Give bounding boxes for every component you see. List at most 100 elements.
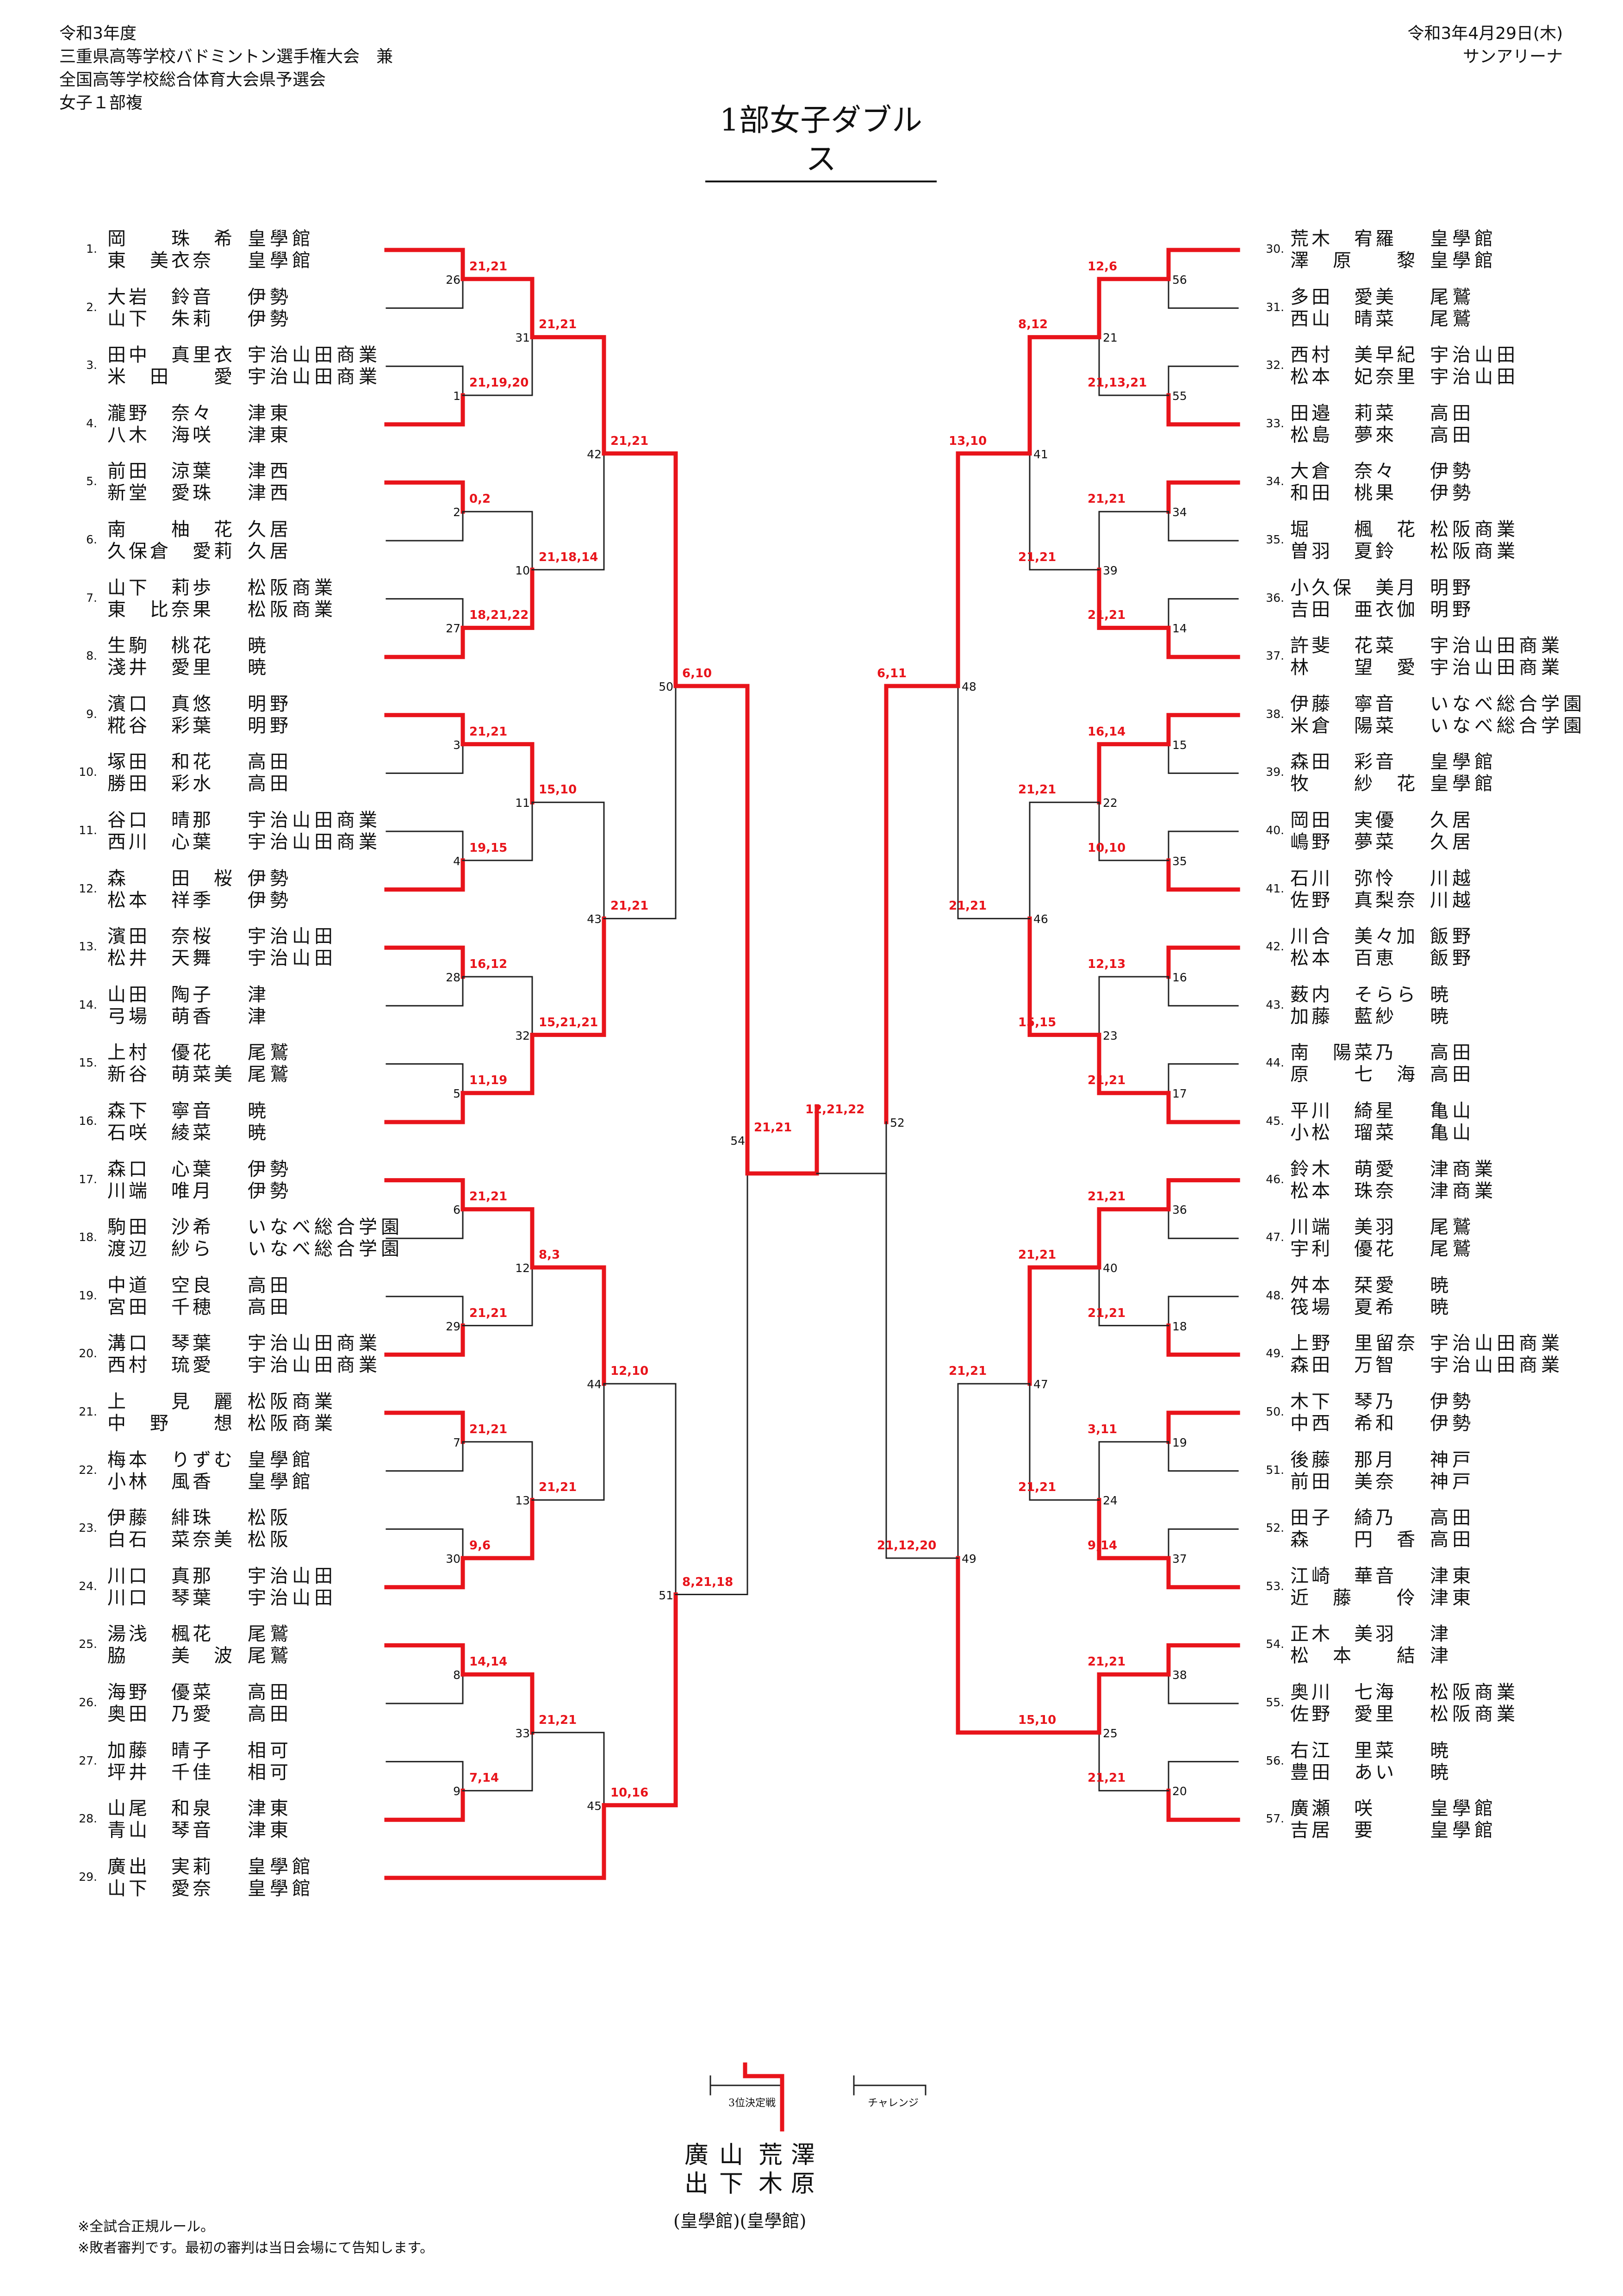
player-name: 川口 真那 bbox=[107, 1565, 214, 1587]
match-score: 12,21,22 bbox=[805, 1103, 865, 1117]
school-name: 津 bbox=[248, 1005, 270, 1027]
match-number: 46 bbox=[1033, 912, 1048, 926]
player-name: 田邉 莉菜 bbox=[1290, 402, 1397, 424]
school-name: 川越 bbox=[1430, 867, 1474, 889]
team-number: 26. bbox=[79, 1696, 97, 1709]
match-score: 21,21 bbox=[1088, 1771, 1126, 1785]
bracket-line bbox=[1166, 480, 1240, 514]
player-name: 東 美衣奈 bbox=[107, 250, 214, 271]
player-name: 勝田 彩水 bbox=[107, 773, 214, 795]
player-name: 原 七 海 bbox=[1290, 1064, 1418, 1086]
player-name: 糀谷 彩葉 bbox=[107, 715, 214, 736]
header-left: 令和3年度 三重県高等学校バドミントン選手権大会 兼 全国高等学校総合体育大会県… bbox=[59, 22, 393, 115]
school-name: 高田 bbox=[248, 773, 292, 795]
player-name: 西山 晴菜 bbox=[1290, 308, 1397, 330]
player-name: 溝口 琴葉 bbox=[107, 1333, 214, 1354]
player-name: 伊藤 緋珠 bbox=[107, 1507, 214, 1529]
player-name: 林 望 愛 bbox=[1290, 657, 1418, 679]
bracket-line bbox=[530, 1265, 606, 1386]
bracket-line bbox=[384, 625, 465, 659]
bracket-line bbox=[462, 1732, 533, 1791]
bracket-line bbox=[1098, 801, 1169, 861]
bracket-line bbox=[1166, 1788, 1240, 1822]
match-score: 8,3 bbox=[539, 1248, 560, 1262]
school-name: 宇治山田商業 bbox=[1430, 657, 1563, 679]
player-name: 佐野 真梨奈 bbox=[1290, 889, 1418, 911]
bracket-line bbox=[530, 916, 606, 1037]
bracket-line bbox=[1166, 248, 1240, 281]
match-score: 21,21 bbox=[539, 1713, 577, 1727]
bracket-line bbox=[1027, 1265, 1101, 1386]
match-number: 19 bbox=[1172, 1435, 1187, 1449]
bracket-line bbox=[460, 568, 535, 630]
school-name: 津 bbox=[248, 984, 270, 1005]
bracket-line bbox=[1168, 598, 1239, 629]
match-number: 6 bbox=[453, 1203, 460, 1217]
team-number: 51. bbox=[1266, 1463, 1284, 1477]
match-score: 14,14 bbox=[469, 1655, 508, 1669]
header-year: 令和3年度 bbox=[59, 24, 137, 43]
player-name: 松井 天舞 bbox=[107, 948, 214, 969]
team-number: 25. bbox=[79, 1637, 97, 1651]
school-name: 松阪商業 bbox=[1430, 1703, 1519, 1725]
player-name: 山下 愛奈 bbox=[107, 1878, 214, 1899]
player-name: 森 田 桜 bbox=[107, 867, 235, 889]
bracket-line bbox=[603, 685, 677, 919]
school-name: 高田 bbox=[248, 1296, 292, 1318]
player-name: 八木 海咲 bbox=[107, 424, 214, 446]
player-name: 加藤 藍紗 bbox=[1290, 1005, 1397, 1027]
player-name: 右江 里菜 bbox=[1290, 1740, 1397, 1761]
school-name: 神戸 bbox=[1430, 1449, 1474, 1471]
player-name: 森 円 香 bbox=[1290, 1529, 1418, 1551]
team-number: 2. bbox=[86, 300, 97, 314]
player-name: 渡辺 紗ら bbox=[107, 1238, 214, 1260]
player-name: 白石 菜奈美 bbox=[107, 1529, 235, 1551]
school-name: 松阪商業 bbox=[248, 599, 336, 620]
bracket-line bbox=[1168, 1673, 1239, 1704]
team-number: 52. bbox=[1266, 1521, 1284, 1535]
match-number: 50 bbox=[659, 680, 673, 693]
match-score: 12,13 bbox=[1088, 957, 1126, 971]
player-name: 新堂 愛珠 bbox=[107, 482, 214, 504]
match-score: 21,21 bbox=[1088, 1073, 1126, 1088]
match-number: 18 bbox=[1172, 1319, 1187, 1333]
match-score: 21,21 bbox=[949, 1364, 987, 1379]
school-name: 津東 bbox=[248, 1798, 292, 1820]
school-name: 松阪商業 bbox=[248, 1391, 336, 1412]
team-number: 33. bbox=[1266, 416, 1284, 430]
team-number: 3. bbox=[86, 358, 97, 372]
school-name: いなべ総合学園 bbox=[1430, 715, 1586, 736]
match-number: 42 bbox=[587, 447, 602, 461]
bracket-line bbox=[1166, 393, 1240, 427]
player-name: 許斐 花菜 bbox=[1290, 635, 1397, 657]
school-name: 宇治山田商業 bbox=[1430, 635, 1563, 657]
match-number: 40 bbox=[1103, 1261, 1118, 1275]
school-name: 高田 bbox=[248, 751, 292, 773]
player-name: 小久保 美月 bbox=[1290, 577, 1418, 599]
school-name: 相可 bbox=[248, 1740, 292, 1761]
player-name: 小松 瑠菜 bbox=[1290, 1122, 1397, 1143]
match-score: 6,10 bbox=[682, 667, 712, 680]
match-score: 15,10 bbox=[1018, 1713, 1057, 1727]
player-name: 吉居 要 bbox=[1290, 1820, 1375, 1841]
match-number: 35 bbox=[1172, 854, 1187, 868]
match-number: 55 bbox=[1172, 389, 1187, 403]
bracket-line bbox=[1098, 1732, 1169, 1791]
school-name: 伊勢 bbox=[1430, 1413, 1474, 1434]
player-name: 和田 桃果 bbox=[1290, 482, 1397, 504]
player-name: 西川 心葉 bbox=[107, 831, 214, 853]
team-number: 23. bbox=[79, 1521, 97, 1535]
match-score: 15,10 bbox=[539, 783, 577, 797]
player-name: 川端 唯月 bbox=[107, 1180, 214, 1202]
school-name: 伊勢 bbox=[248, 1158, 292, 1180]
school-name: 尾鷲 bbox=[248, 1042, 292, 1064]
school-name: 皇學館 bbox=[1430, 751, 1497, 773]
school-name: いなべ総合学園 bbox=[248, 1217, 403, 1238]
match-score: 9,14 bbox=[1088, 1539, 1118, 1553]
player-name: 青山 琴音 bbox=[107, 1820, 214, 1841]
match-number: 14 bbox=[1172, 622, 1187, 636]
bracket-line bbox=[1166, 1178, 1240, 1211]
bracket-line bbox=[462, 976, 533, 1036]
player-name: 松 本 結 bbox=[1290, 1645, 1418, 1667]
player-name: 森口 心葉 bbox=[107, 1158, 214, 1180]
